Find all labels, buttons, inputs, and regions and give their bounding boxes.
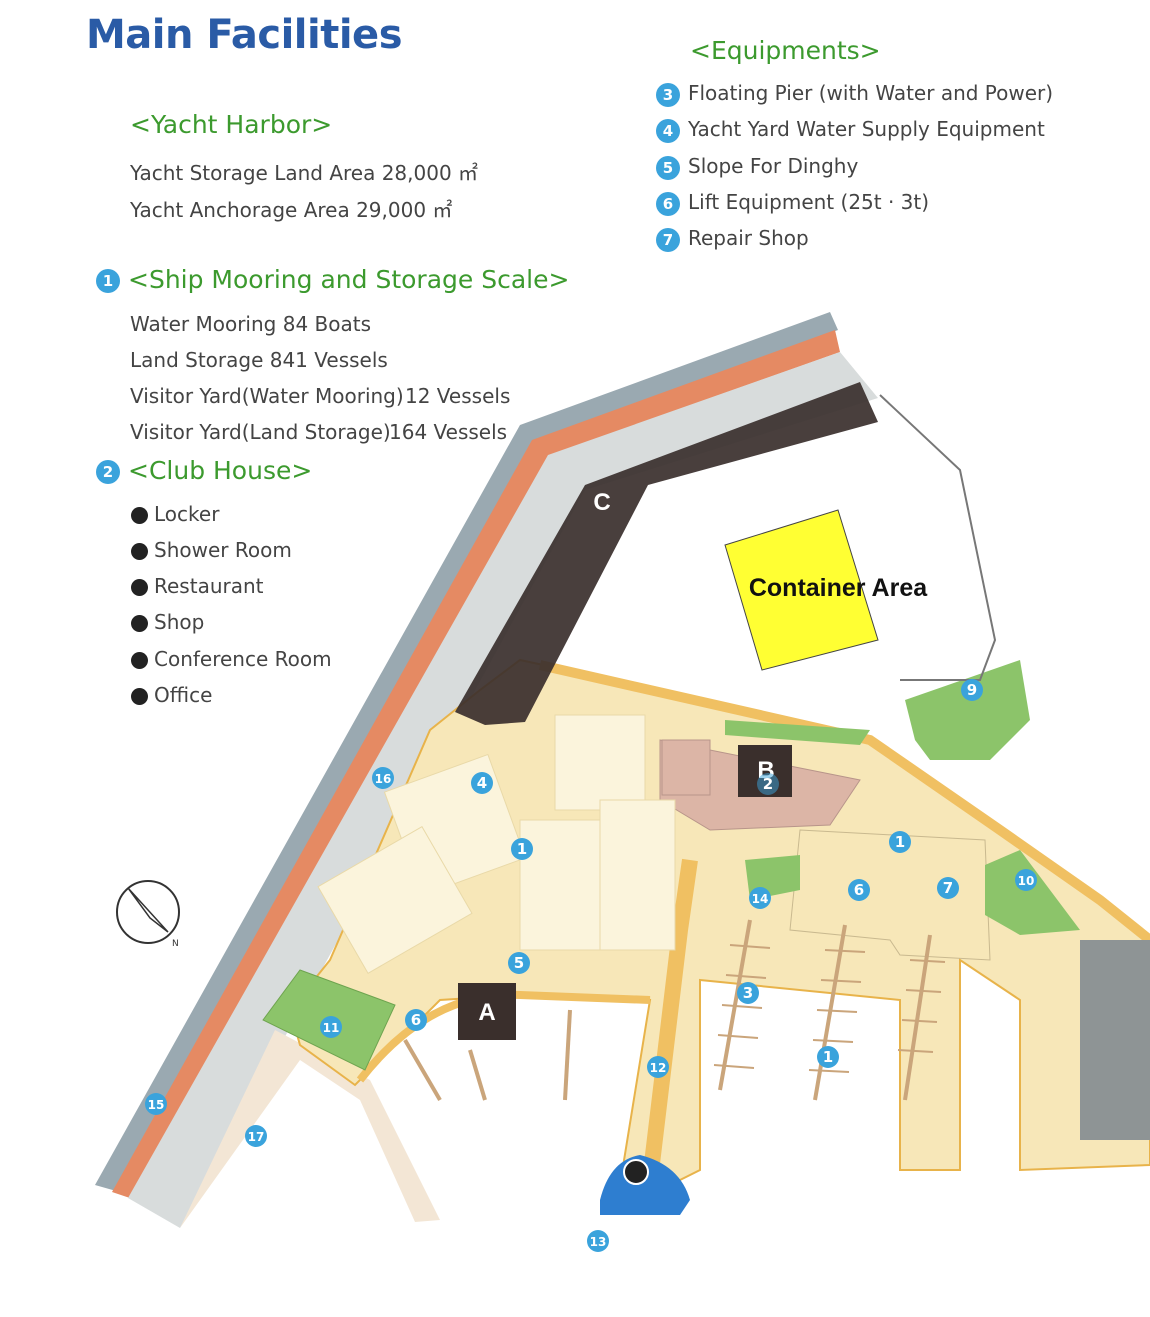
svg-text:1: 1 bbox=[517, 840, 527, 858]
green-park-9 bbox=[905, 660, 1030, 760]
marker-15: 15 bbox=[145, 1093, 167, 1115]
svg-text:10: 10 bbox=[1018, 874, 1035, 888]
marker-6b: 6 bbox=[848, 879, 870, 901]
mooring-row-3-label: Visitor Yard(Water Mooring) bbox=[130, 384, 404, 408]
svg-text:13: 13 bbox=[590, 1235, 607, 1249]
number-badge: 1 bbox=[96, 269, 120, 293]
container-area bbox=[724, 509, 879, 671]
yacht-harbor-line-1: Yacht Storage Land Area 28,000 ㎡ bbox=[130, 161, 479, 185]
page-title: Main Facilities bbox=[86, 12, 403, 58]
block-c-label: C bbox=[593, 489, 610, 516]
club-house-heading: <Club House> bbox=[128, 456, 313, 485]
svg-text:14: 14 bbox=[752, 892, 769, 906]
land-right bbox=[789, 829, 991, 961]
mooring-heading-row: 1 <Ship Mooring and Storage Scale> bbox=[96, 265, 569, 294]
marker-11: 11 bbox=[320, 1016, 342, 1038]
road-top bbox=[538, 660, 1150, 944]
block-c bbox=[455, 382, 878, 725]
block-a bbox=[458, 983, 516, 1040]
svg-text:9: 9 bbox=[967, 681, 977, 699]
marker-14: 14 bbox=[749, 887, 771, 909]
svg-text:7: 7 bbox=[943, 879, 953, 897]
mooring-row-2: Land Storage 841 Vessels bbox=[130, 348, 388, 372]
mooring-row-4-label: Visitor Yard(Land Storage) bbox=[130, 420, 391, 444]
grey-area bbox=[1080, 940, 1150, 1140]
block-a-label: A bbox=[478, 999, 495, 1026]
bullet-icon bbox=[131, 615, 148, 632]
marker-1b: 1 bbox=[889, 831, 911, 853]
map-markers: 1 1 1 2 3 4 5 6 6 7 9 10 11 12 13 14 15 … bbox=[145, 679, 1037, 1252]
club-item-6: Office bbox=[131, 683, 212, 707]
marker-5: 5 bbox=[508, 952, 530, 974]
mooring-row-1: Water Mooring 84 Boats bbox=[130, 312, 371, 336]
marker-13: 13 bbox=[587, 1230, 609, 1252]
svg-text:2: 2 bbox=[763, 775, 773, 793]
marker-4: 4 bbox=[471, 772, 493, 794]
compass-label: N bbox=[172, 939, 179, 949]
club-item-5: Conference Room bbox=[131, 647, 332, 671]
svg-text:5: 5 bbox=[514, 954, 524, 972]
svg-text:17: 17 bbox=[248, 1130, 265, 1144]
yacht-harbor-line-2: Yacht Anchorage Area 29,000 ㎡ bbox=[130, 198, 453, 222]
svg-text:1: 1 bbox=[823, 1048, 833, 1066]
svg-text:6: 6 bbox=[854, 881, 864, 899]
marker-17: 17 bbox=[245, 1125, 267, 1147]
marker-6a: 6 bbox=[405, 1009, 427, 1031]
breakwater-inner bbox=[128, 352, 878, 1228]
container-label: Container Area bbox=[749, 574, 928, 602]
equipments-heading: <Equipments> bbox=[690, 36, 881, 65]
bullet-icon bbox=[131, 688, 148, 705]
marker-1a: 1 bbox=[511, 838, 533, 860]
pier-band bbox=[180, 1030, 440, 1228]
marker-12: 12 bbox=[647, 1056, 669, 1078]
marker-1c: 1 bbox=[817, 1046, 839, 1068]
svg-text:4: 4 bbox=[477, 774, 487, 792]
green-strip bbox=[725, 720, 870, 745]
marker-7: 7 bbox=[937, 877, 959, 899]
bullet-icon bbox=[131, 507, 148, 524]
bullet-icon bbox=[131, 579, 148, 596]
club-house-heading-row: 2 <Club House> bbox=[96, 456, 312, 485]
yacht-harbor-heading: <Yacht Harbor> bbox=[130, 110, 333, 139]
marker-10: 10 bbox=[1015, 869, 1037, 891]
svg-text:11: 11 bbox=[323, 1021, 340, 1035]
number-badge: 2 bbox=[96, 460, 120, 484]
svg-text:6: 6 bbox=[411, 1011, 421, 1029]
club-item-1: Locker bbox=[131, 502, 219, 526]
svg-text:15: 15 bbox=[148, 1098, 165, 1112]
svg-text:1: 1 bbox=[895, 833, 905, 851]
road-outline bbox=[879, 394, 997, 681]
mooring-row-4-value: 164 Vessels bbox=[389, 420, 508, 444]
wheel-icon bbox=[623, 1159, 649, 1185]
pier-fingers bbox=[713, 944, 946, 1073]
bullet-icon bbox=[131, 652, 148, 669]
marker-2: 2 bbox=[757, 773, 779, 795]
club-item-4: Shop bbox=[131, 610, 204, 634]
club-item-3: Restaurant bbox=[131, 574, 264, 598]
green-park-10 bbox=[985, 850, 1080, 935]
svg-text:12: 12 bbox=[650, 1061, 667, 1075]
marker-3: 3 bbox=[737, 982, 759, 1004]
marker-16: 16 bbox=[372, 767, 394, 789]
bullet-icon bbox=[131, 543, 148, 560]
mooring-row-3-value: 12 Vessels bbox=[405, 384, 511, 408]
boat-storage-grid bbox=[317, 714, 676, 974]
club-item-2: Shower Room bbox=[131, 538, 292, 562]
svg-text:3: 3 bbox=[743, 984, 753, 1002]
svg-text:16: 16 bbox=[375, 772, 392, 786]
marker-9: 9 bbox=[961, 679, 983, 701]
compass-icon bbox=[116, 880, 180, 944]
mooring-heading: <Ship Mooring and Storage Scale> bbox=[128, 265, 570, 294]
club-building bbox=[661, 739, 711, 796]
pond-13 bbox=[600, 1155, 690, 1215]
